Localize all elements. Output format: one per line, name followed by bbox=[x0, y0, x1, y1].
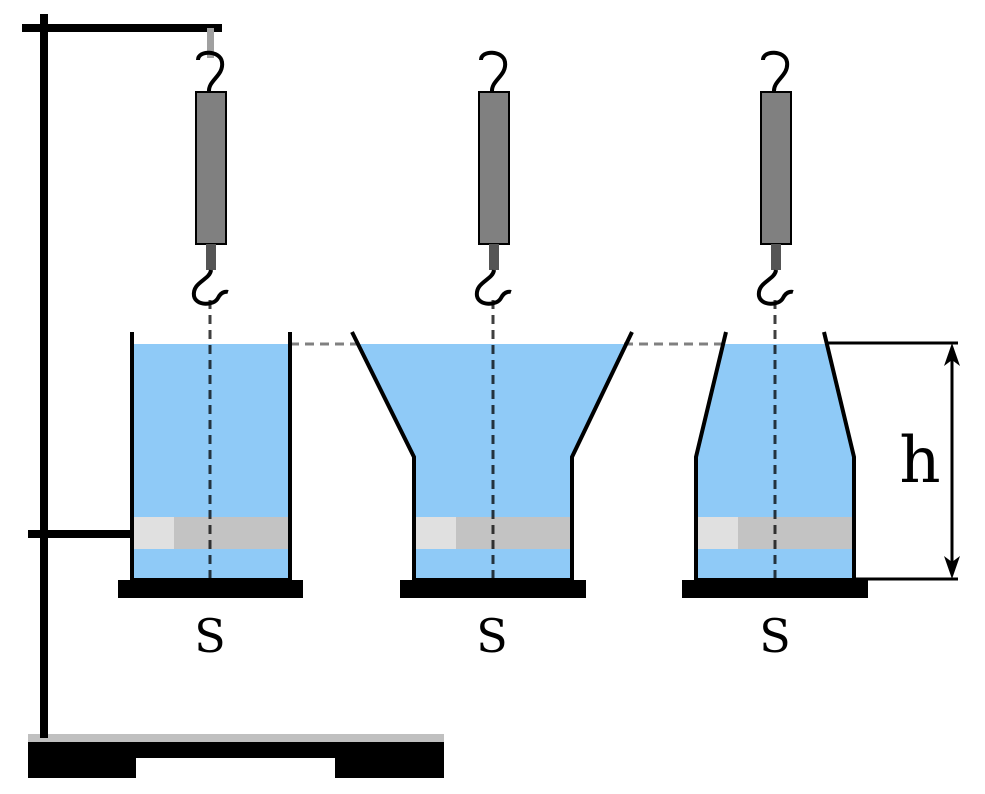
base-plate-highlight bbox=[134, 517, 174, 549]
height-arrow-head-bottom bbox=[944, 556, 960, 579]
height-dimension: h bbox=[826, 341, 960, 581]
bottom-hook bbox=[756, 269, 794, 306]
container-bottom bbox=[400, 580, 586, 598]
top-hook bbox=[479, 50, 508, 93]
spring-balance-3 bbox=[756, 50, 794, 578]
stand-foot-left bbox=[28, 756, 136, 778]
stand-top-strip bbox=[28, 734, 444, 743]
spring-hanger bbox=[207, 28, 214, 58]
height-label: h bbox=[899, 424, 940, 498]
container-bottom bbox=[118, 580, 303, 598]
spring-rod bbox=[771, 244, 781, 270]
spring-balance-2 bbox=[474, 50, 512, 578]
spring-body bbox=[760, 91, 792, 245]
spring-body bbox=[478, 91, 510, 245]
top-hook bbox=[761, 50, 790, 93]
height-arrow-head-top bbox=[944, 343, 960, 366]
spring-rod bbox=[489, 244, 499, 270]
bottom-hook bbox=[474, 269, 512, 306]
stand-pole bbox=[40, 14, 48, 738]
base-plate-highlight bbox=[416, 517, 456, 549]
container-bottom bbox=[682, 580, 868, 598]
stand-arm-top bbox=[22, 24, 222, 32]
bottom-hook bbox=[191, 269, 229, 306]
base-area-label-3: S bbox=[759, 609, 791, 663]
spring-rod bbox=[206, 244, 216, 270]
stand-base bbox=[28, 742, 444, 758]
base-area-label-1: S bbox=[194, 609, 226, 663]
stand-foot-right bbox=[335, 756, 444, 778]
top-hook bbox=[196, 50, 225, 93]
base-plate-highlight bbox=[698, 517, 738, 549]
stand-arm-clamp bbox=[28, 530, 132, 538]
spring-balance-1 bbox=[191, 50, 229, 578]
retort-stand bbox=[22, 14, 444, 778]
spring-body bbox=[195, 91, 227, 245]
base-area-label-2: S bbox=[476, 609, 508, 663]
